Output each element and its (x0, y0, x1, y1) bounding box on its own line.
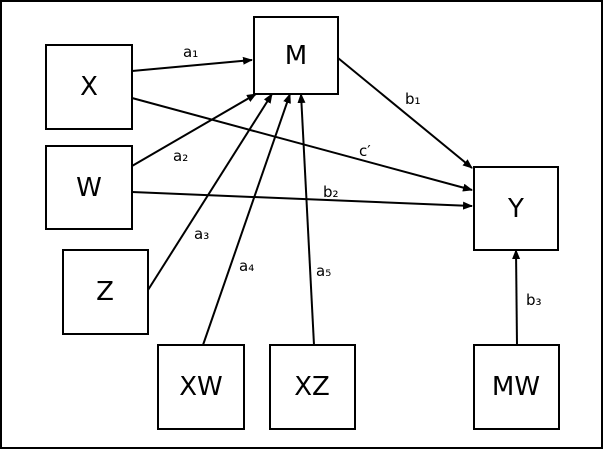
path-label-b3: b₃ (526, 291, 542, 309)
path-label-b2: b₂ (323, 183, 339, 201)
node-y-label: Y (507, 194, 524, 224)
node-xw: XW (157, 344, 245, 430)
path-label-c-prime: c′ (359, 142, 371, 160)
node-mw: MW (473, 344, 560, 430)
edge-x-to-y (131, 97, 473, 192)
edge-z-to-m (147, 93, 273, 291)
path-label-b1: b₁ (405, 90, 421, 108)
path-label-a1: a₁ (183, 43, 198, 61)
node-w-label: W (76, 173, 102, 203)
edge-w-to-y (131, 191, 473, 210)
node-x: X (45, 44, 133, 130)
node-w: W (45, 145, 133, 230)
edge-xz-to-m (297, 93, 315, 346)
node-mw-label: MW (492, 372, 540, 402)
edge-m-to-y (337, 57, 473, 169)
edge-xw-to-m (202, 93, 291, 346)
edge-mw-to-y (512, 249, 521, 346)
node-x-label: X (80, 72, 98, 102)
node-xz-label: XZ (294, 372, 330, 402)
node-y: Y (473, 166, 559, 251)
node-xw-label: XW (179, 372, 223, 402)
path-label-a3: a₃ (194, 225, 209, 243)
node-xz: XZ (269, 344, 356, 430)
node-z-label: Z (96, 277, 114, 307)
node-z: Z (62, 249, 149, 335)
path-label-a5: a₅ (316, 262, 331, 280)
node-m: M (253, 16, 339, 95)
edge-x-to-m (131, 56, 253, 72)
edge-w-to-m (131, 93, 257, 167)
node-m-label: M (285, 41, 307, 71)
path-label-a2: a₂ (173, 147, 188, 165)
path-label-a4: a₄ (239, 257, 254, 275)
